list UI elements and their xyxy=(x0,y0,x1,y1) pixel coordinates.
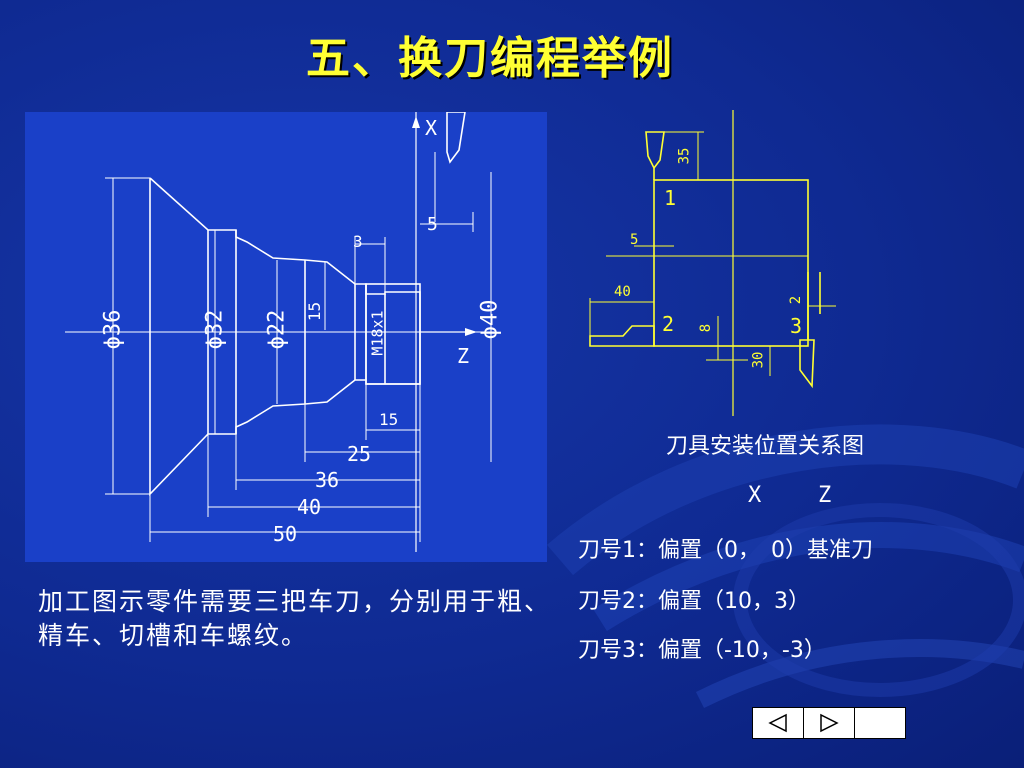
dim-d36: ϕ36 xyxy=(100,309,126,350)
tool-2-shape xyxy=(589,325,655,347)
axis-x-label: X xyxy=(425,116,438,140)
axis-z-label: Z xyxy=(457,344,470,368)
tool-shape xyxy=(446,112,466,164)
prev-slide-button[interactable] xyxy=(753,708,804,738)
triangle-left-icon xyxy=(768,713,787,733)
part-drawing-panel: ϕ36 ϕ32 ϕ22 ϕ40 M18x1 X Z 3 5 15 15 25 3… xyxy=(25,112,547,562)
tool-1-shape xyxy=(645,131,665,170)
z-column-header: Z xyxy=(818,483,832,508)
tool-3-shape xyxy=(799,339,815,389)
diagram-caption: 刀具安装位置关系图 xyxy=(665,434,864,459)
turret-body xyxy=(653,179,809,347)
tool-dim-2: 2 xyxy=(788,295,805,305)
x-column-header: X xyxy=(748,483,762,508)
thread-label: M18x1 xyxy=(368,310,387,356)
thread-section xyxy=(365,283,421,385)
tool-offset-2: 刀号2：偏置（10，3） xyxy=(578,589,810,614)
dim-d40: ϕ40 xyxy=(477,299,503,340)
dim-15-horizontal: 15 xyxy=(379,410,399,429)
dim-d22: ϕ22 xyxy=(264,309,290,350)
dim-5: 5 xyxy=(427,214,438,235)
dim-50: 50 xyxy=(273,522,298,546)
tool-number-1: 1 xyxy=(664,186,677,210)
tool-offset-1: 刀号1：偏置（0， 0）基准刀 xyxy=(578,538,873,563)
tool-number-3: 3 xyxy=(790,314,803,338)
x-axis-arrow xyxy=(412,116,420,128)
next-slide-button[interactable] xyxy=(804,708,855,738)
dim-15-vertical: 15 xyxy=(305,301,325,322)
tool-dim-40: 40 xyxy=(614,284,631,300)
tool-dim-5: 5 xyxy=(630,232,639,248)
dim-25: 25 xyxy=(347,442,372,466)
dim-36: 36 xyxy=(315,468,340,492)
tool-dim-8: 8 xyxy=(698,323,715,333)
tool-dim-30: 30 xyxy=(750,351,767,369)
part-drawing xyxy=(65,112,495,552)
z-axis-arrow xyxy=(465,328,477,336)
blank-nav-button[interactable] xyxy=(855,708,905,738)
tool-number-2: 2 xyxy=(662,312,675,336)
tool-offset-3: 刀号3：偏置（-10，-3） xyxy=(578,638,826,663)
slide-navigation xyxy=(752,707,906,739)
slide-title: 五、换刀编程举例 xyxy=(306,33,674,84)
dim-40: 40 xyxy=(297,495,322,519)
tool-dim-35: 35 xyxy=(676,147,693,165)
dim-3: 3 xyxy=(353,232,363,251)
slide-description: 加工图示零件需要三把车刀，分别用于粗、精车、切槽和车螺纹。 xyxy=(38,587,552,650)
triangle-right-icon xyxy=(820,713,839,733)
dim-d32: ϕ32 xyxy=(202,309,228,350)
tool-position-diagram: 35 5 40 8 2 30 1 2 3 xyxy=(578,108,838,418)
tool-diagram xyxy=(589,110,836,416)
